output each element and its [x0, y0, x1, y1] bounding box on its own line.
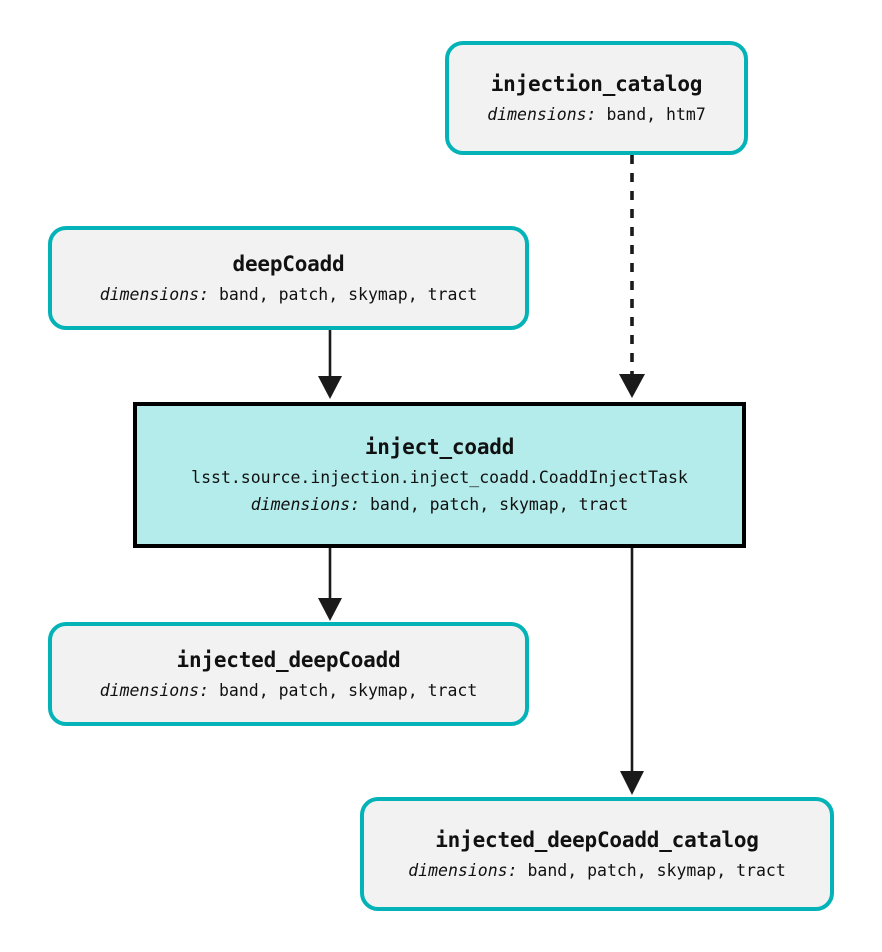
node-injected-deep-coadd[interactable]: injected_deepCoadd dimensions: band, pat… — [48, 622, 529, 726]
edge-inject_coadd-to-injected_deepCoadd — [318, 548, 342, 621]
edge-deepCoadd-to-inject_coadd — [318, 330, 342, 399]
dimensions-value: band, htm7 — [606, 104, 706, 124]
dimensions-value: band, patch, skymap, tract — [369, 495, 629, 515]
dimensions-value: band, patch, skymap, tract — [218, 680, 478, 700]
dimensions-label: dimensions: — [487, 104, 597, 124]
dimensions-label: dimensions: — [99, 284, 210, 304]
edge-injection_catalog-to-inject_coadd — [619, 155, 645, 398]
edge-inject_coadd-to-injected_deepCoadd_catalog — [620, 548, 644, 795]
dimensions-label: dimensions: — [99, 680, 210, 700]
node-title: inject_coadd — [364, 435, 515, 460]
node-dimensions: dimensions: band, patch, skymap, tract — [408, 861, 786, 881]
node-dimensions: dimensions: band, patch, skymap, tract — [100, 285, 478, 305]
dimensions-label: dimensions: — [408, 860, 518, 880]
dimensions-label: dimensions: — [250, 495, 361, 515]
node-dimensions: dimensions: band, patch, skymap, tract — [100, 681, 478, 701]
node-title: injection_catalog — [490, 71, 703, 96]
node-inject-coadd-task[interactable]: inject_coadd lsst.source.injection.injec… — [133, 402, 746, 548]
dimensions-value: band, patch, skymap, tract — [527, 860, 786, 880]
node-dimensions: dimensions: band, patch, skymap, tract — [251, 495, 629, 515]
node-deep-coadd[interactable]: deepCoadd dimensions: band, patch, skyma… — [48, 226, 529, 330]
node-title: deepCoadd — [232, 251, 345, 276]
node-injected-deep-coadd-catalog[interactable]: injected_deepCoadd_catalog dimensions: b… — [360, 797, 834, 911]
node-task-class: lsst.source.injection.inject_coadd.Coadd… — [191, 468, 688, 488]
node-injection-catalog[interactable]: injection_catalog dimensions: band, htm7 — [445, 41, 748, 155]
node-title: injected_deepCoadd_catalog — [435, 827, 759, 852]
node-title: injected_deepCoadd — [176, 647, 401, 672]
dimensions-value: band, patch, skymap, tract — [218, 284, 478, 304]
node-dimensions: dimensions: band, htm7 — [487, 105, 706, 125]
